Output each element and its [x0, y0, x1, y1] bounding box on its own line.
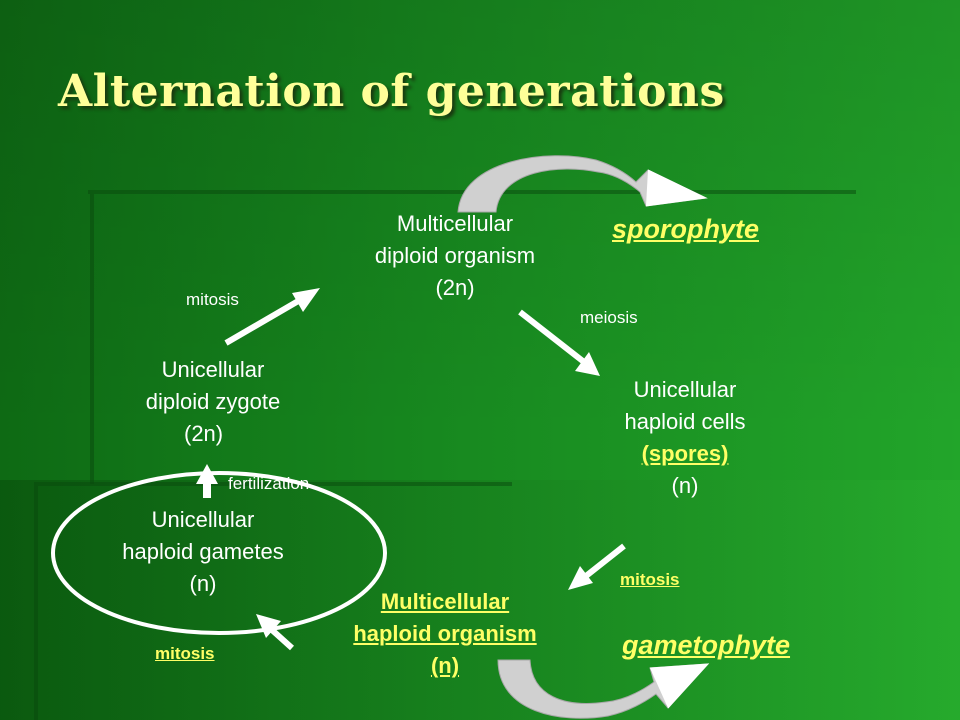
node-haploid-cells: Unicellular haploid cells (spores) (n) [560, 374, 810, 502]
node-haploid-organism: Multicellular haploid organism (n) [300, 586, 590, 682]
slide-title: Alternation of generations [58, 66, 725, 117]
node-haploid-organism-line3: (n) [430, 653, 460, 678]
node-diploid-organism-line1: Multicellular [396, 211, 514, 236]
node-gametes-line2: haploid gametes [122, 539, 284, 564]
node-zygote-line2: diploid zygote [145, 389, 281, 414]
meiosis-arrow [518, 309, 600, 376]
sporophyte-label: sporophyte [612, 214, 760, 244]
background-band [0, 480, 960, 720]
node-haploid-cells-line1: Unicellular [633, 377, 737, 402]
node-haploid-organism-line2: haploid organism [353, 621, 537, 646]
gametophyte-curved-arrow [497, 659, 710, 719]
mitosis-arrow-top [224, 288, 320, 346]
node-haploid-organism-line1: Multicellular [380, 589, 510, 614]
fertilization-label: fertilization [228, 474, 310, 493]
gametophyte-label: gametophyte [622, 630, 791, 660]
node-zygote: Unicellular diploid zygote (2n) [88, 354, 338, 450]
node-gametes-line1: Unicellular [151, 507, 255, 532]
node-diploid-organism-line2: diploid organism [374, 243, 536, 268]
node-gametes: Unicellular haploid gametes (n) [78, 504, 328, 600]
gametophyte-cycle-ellipse [51, 471, 387, 635]
node-gametes-line3: (n) [189, 571, 217, 596]
node-diploid-organism: Multicellular diploid organism (2n) [330, 208, 580, 304]
mitosis-label-right: mitosis [620, 570, 680, 589]
mitosis-arrow-bottom [256, 614, 295, 651]
node-diploid-organism-line3: (2n) [435, 275, 475, 300]
fertilization-arrow [196, 464, 218, 498]
sporophyte-curved-arrow [457, 155, 708, 213]
meiosis-label: meiosis [580, 308, 638, 327]
mitosis-arrow-right [568, 543, 626, 590]
node-zygote-line1: Unicellular [161, 357, 265, 382]
node-zygote-line3: (2n) [184, 421, 224, 446]
spores-label: (spores) [641, 441, 729, 466]
node-haploid-cells-ploidy: (n) [671, 473, 699, 498]
node-haploid-cells-line2: haploid cells [624, 409, 746, 434]
mitosis-label-bottom: mitosis [155, 644, 215, 663]
mitosis-label-top: mitosis [186, 290, 239, 309]
